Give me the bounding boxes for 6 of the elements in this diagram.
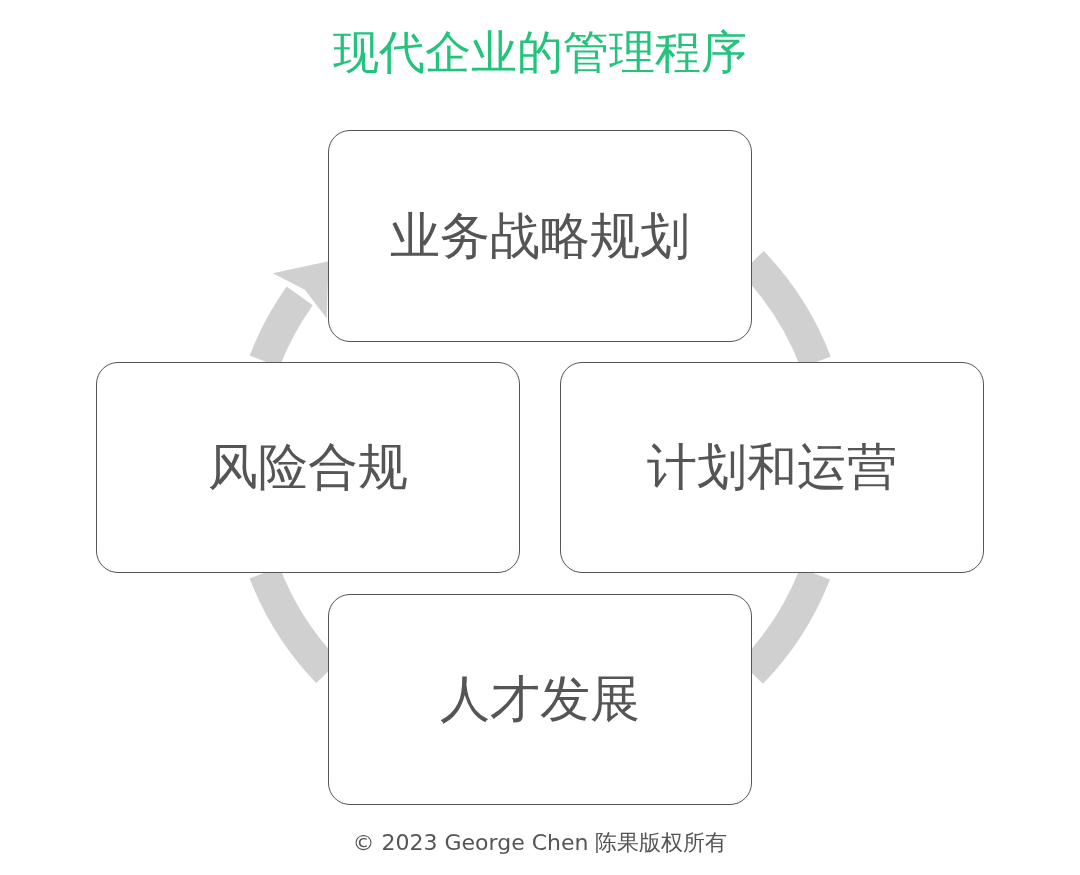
- process-box: 风险合规: [96, 362, 520, 573]
- process-box: 业务战略规划: [328, 130, 752, 342]
- process-box: 计划和运营: [560, 362, 984, 573]
- title: 现代企业的管理程序: [332, 24, 748, 81]
- process-box: 人才发展: [328, 594, 752, 805]
- copyright-note: © 2023 George Chen 陈果版权所有: [351, 829, 729, 857]
